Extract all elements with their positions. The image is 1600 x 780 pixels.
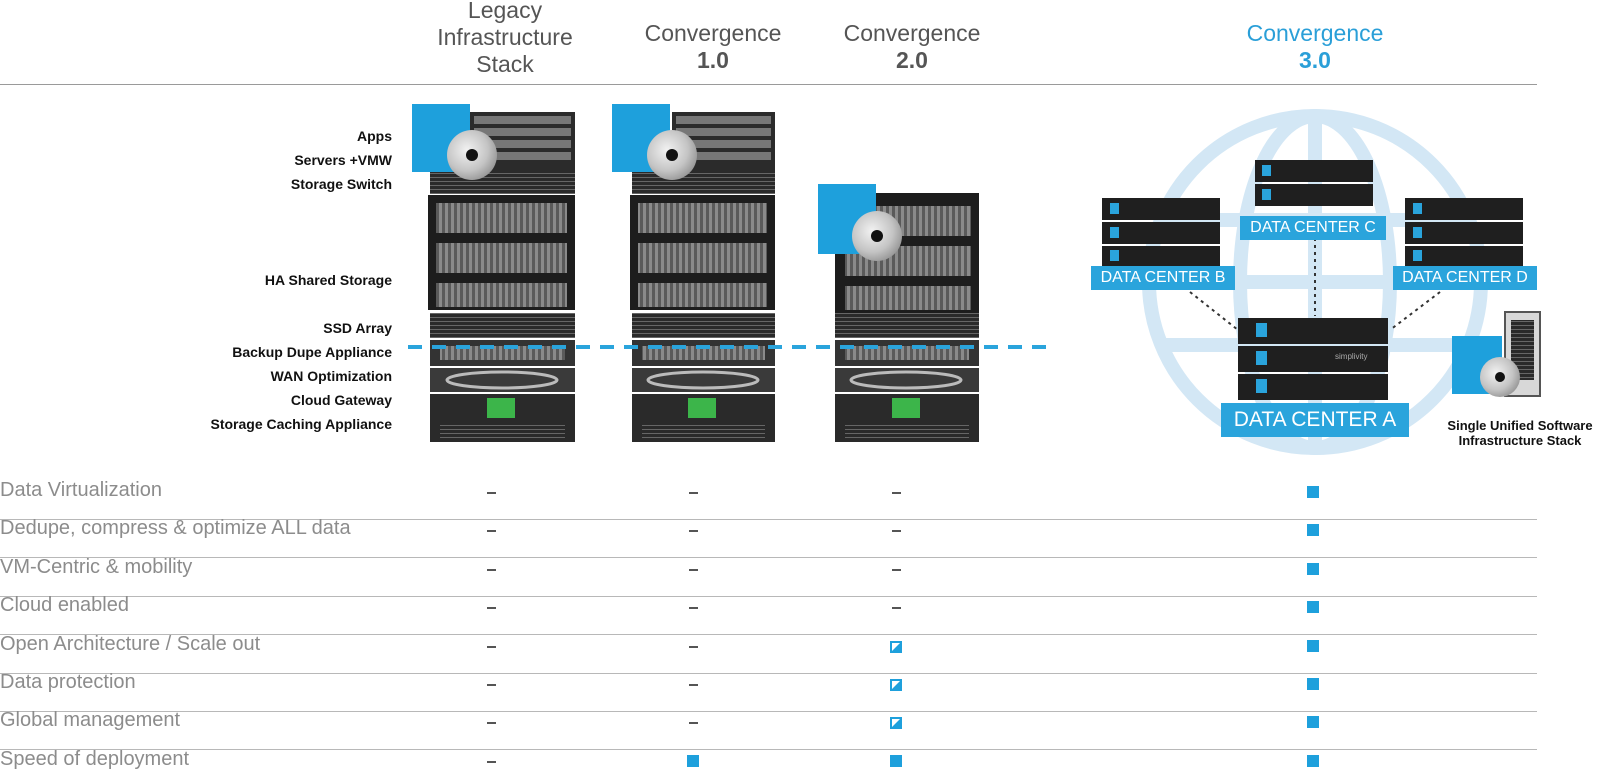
feature-value-full (890, 754, 902, 767)
datacenter-c-servers (1255, 160, 1373, 206)
stack-label-cloud-gateway: Cloud Gateway (290, 392, 392, 408)
datacenter-d-label: DATA CENTER D (1393, 266, 1537, 290)
feature-value-full (1307, 524, 1319, 537)
row-divider (0, 519, 1537, 520)
convergence-2-stack (818, 184, 979, 442)
feature-value-partial (890, 716, 902, 730)
feature-value-full (687, 754, 699, 767)
row-divider (0, 557, 1537, 559)
infrastructure-illustration (408, 104, 1541, 455)
feature-value-full (1307, 754, 1319, 767)
feature-value-none (487, 760, 496, 763)
stack-label-storage-switch: Storage Switch (290, 176, 392, 192)
feature-value-none (487, 722, 496, 725)
feature-value-none (487, 530, 496, 533)
feature-value-none (487, 568, 496, 571)
feature-value-full (1307, 562, 1319, 575)
column-header-c2-version: 2.0 (896, 47, 928, 73)
feature-label: Speed of deployment (0, 747, 190, 770)
column-header-c3-line2: 3.0 (1215, 47, 1415, 74)
unified-stack-caption-line1: Single Unified Software (1447, 418, 1593, 433)
stack-label-ha-shared-storage: HA Shared Storage (264, 272, 392, 288)
column-header-legacy-line3: Stack (476, 51, 534, 77)
feature-label: Open Architecture / Scale out (0, 632, 261, 655)
column-header-legacy-line2: Infrastructure (437, 24, 573, 50)
row-divider (0, 595, 1537, 597)
feature-value-full (1307, 639, 1319, 652)
unified-stack-icon (1452, 311, 1541, 397)
feature-value-none (487, 607, 496, 610)
column-header-c1-line1: Convergence (644, 20, 782, 46)
feature-value-full (1307, 716, 1319, 729)
feature-value-none (892, 492, 901, 494)
feature-value-none (892, 568, 901, 571)
column-header-convergence-1: Convergence 1.0 (613, 20, 813, 74)
column-header-convergence-2: Convergence 2.0 (812, 20, 1012, 74)
legacy-stack (412, 104, 575, 442)
feature-label: Cloud enabled (0, 594, 129, 617)
stack-label-storage-caching: Storage Caching Appliance (210, 416, 392, 432)
column-header-c1-version: 1.0 (697, 47, 729, 73)
feature-value-partial (890, 678, 902, 691)
stack-label-wan-optimization: WAN Optimization (270, 368, 392, 384)
feature-value-none (487, 492, 496, 494)
unified-stack-caption-line2: Infrastructure Stack (1458, 433, 1582, 448)
stack-label-apps: Apps (357, 128, 392, 144)
row-divider (0, 634, 1537, 636)
feature-value-full (1307, 678, 1319, 690)
column-header-c3-version: 3.0 (1299, 47, 1331, 73)
datacenter-links (1189, 238, 1441, 331)
feature-value-none (689, 645, 698, 648)
convergence-1-stack (612, 104, 775, 442)
feature-value-none (689, 568, 698, 571)
feature-label: Global management (0, 709, 181, 732)
feature-value-none (487, 645, 496, 648)
column-header-legacy: Legacy Infrastructure Stack (405, 0, 605, 78)
feature-label: Data Virtualization (0, 479, 162, 501)
datacenter-a-servers (1238, 318, 1388, 400)
feature-value-none (689, 722, 698, 725)
feature-value-none (689, 530, 698, 533)
column-header-legacy-line1: Legacy (467, 0, 543, 23)
datacenter-b-label: DATA CENTER B (1091, 266, 1235, 290)
row-divider (0, 711, 1537, 712)
header-divider (0, 84, 1537, 85)
feature-value-none (892, 530, 901, 533)
feature-value-none (689, 607, 698, 610)
feature-value-none (892, 607, 901, 610)
column-header-convergence-3: Convergence 3.0 (1215, 20, 1415, 74)
feature-value-full (1307, 486, 1319, 498)
feature-label: Data protection (0, 671, 136, 693)
feature-value-full (1307, 601, 1319, 614)
row-divider (0, 672, 1537, 674)
feature-label: VM-Centric & mobility (0, 555, 193, 578)
feature-value-none (689, 492, 698, 494)
unified-stack-caption: Single Unified Software Infrastructure S… (1440, 418, 1600, 448)
feature-value-partial (890, 640, 902, 653)
stack-label-ssd-array: SSD Array (323, 320, 392, 336)
column-header-c1-line2: 1.0 (613, 47, 813, 74)
datacenter-a-label: DATA CENTER A (1221, 403, 1409, 437)
column-header-c2-line2: 2.0 (812, 47, 1012, 74)
row-divider (0, 749, 1537, 751)
feature-label: Dedupe, compress & optimize ALL data (0, 517, 351, 540)
stack-label-backup-dupe: Backup Dupe Appliance (232, 344, 392, 360)
datacenter-c-label: DATA CENTER C (1240, 216, 1386, 240)
stack-label-servers: Servers +VMW (294, 152, 392, 168)
feature-value-none (689, 684, 698, 686)
datacenter-d-servers (1405, 198, 1523, 266)
server-brand-text: simplivity (1335, 352, 1368, 361)
datacenter-b-servers (1102, 198, 1220, 266)
column-header-c3-line1: Convergence (1246, 20, 1384, 46)
column-header-c2-line1: Convergence (843, 20, 981, 46)
feature-value-none (487, 684, 496, 686)
